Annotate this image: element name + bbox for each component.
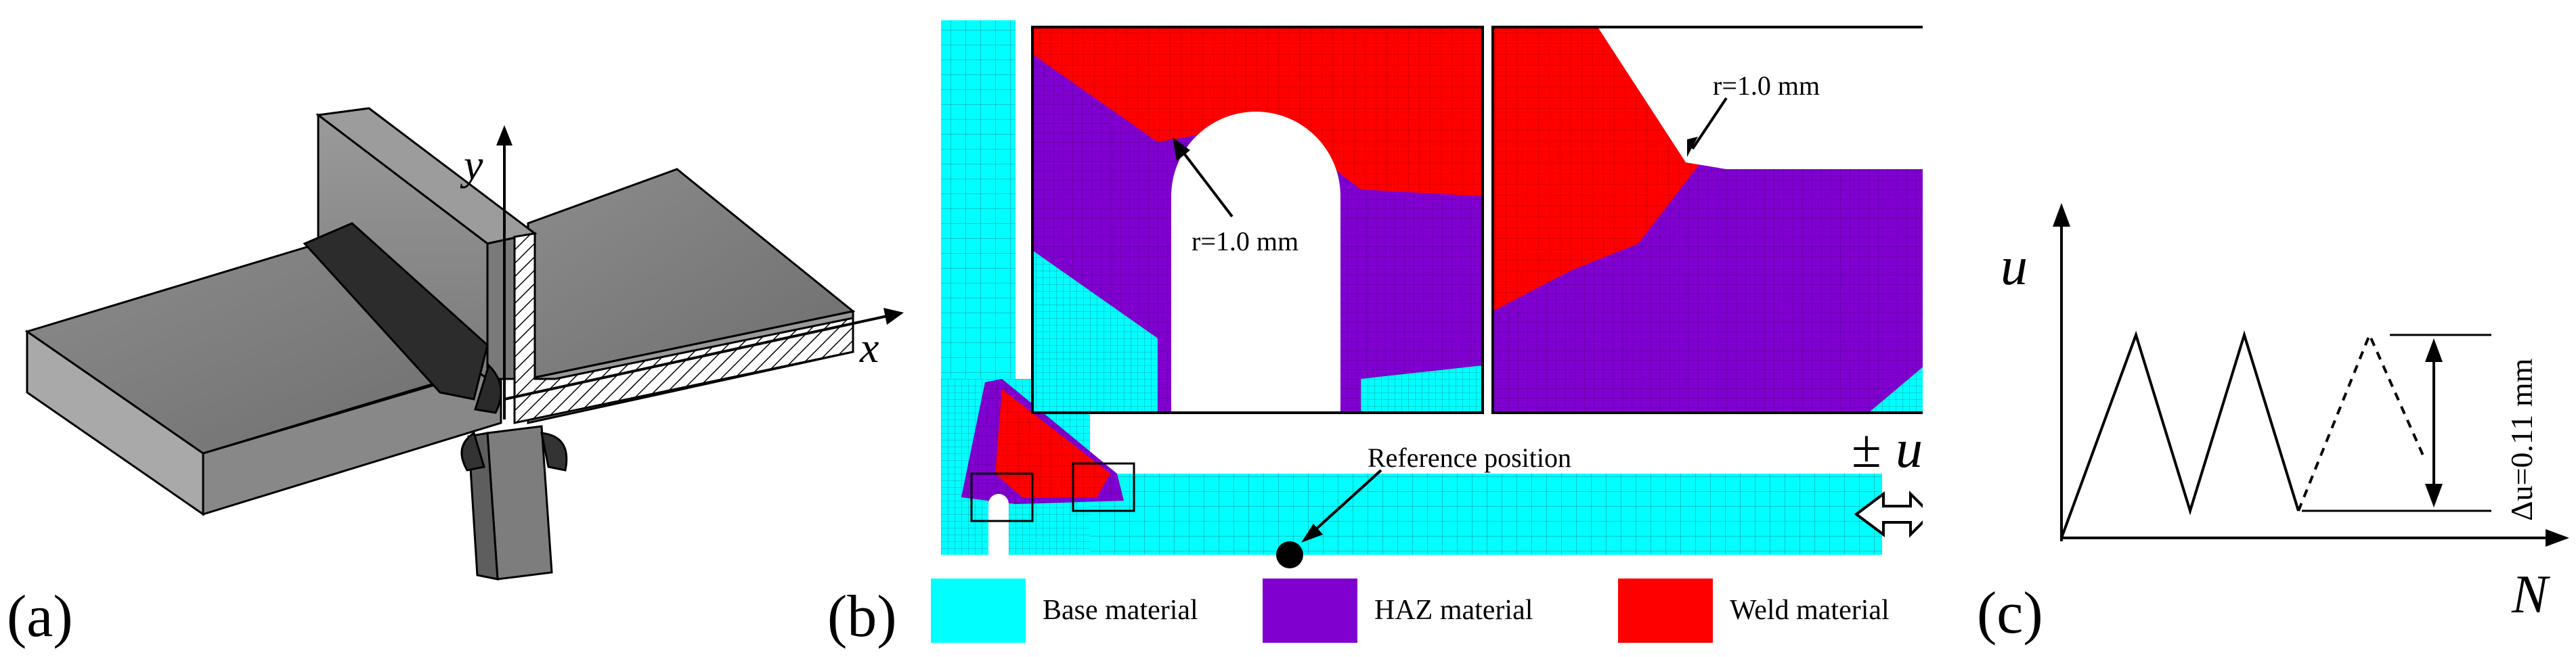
reference-arrow-line (1309, 469, 1382, 536)
joint-3d-drawing: y x (a) (7, 107, 904, 650)
double-arrow-icon (1854, 491, 1923, 538)
inset-left-radius-arrowhead (1173, 137, 1190, 161)
panel-b-label-holder: (b) (826, 0, 921, 657)
weld-end-lower-right (540, 432, 568, 472)
inset-left-radius-arrow-line (1177, 144, 1234, 218)
legend-swatch-weld (1618, 579, 1713, 643)
panel-a-label: (a) (7, 584, 73, 650)
panel-c-loading: u N Δu=0.11 mm (c) (1936, 0, 2576, 657)
root-gap-slot (988, 494, 1009, 555)
legend-swatch-haz (1263, 579, 1357, 643)
weld-end-upper-right (474, 363, 502, 414)
reference-arrowhead (1301, 524, 1323, 543)
reference-position-label: Reference position (1368, 443, 1571, 473)
zoom-box-root (970, 472, 1034, 522)
y-axis-label: u (2001, 237, 2028, 296)
inset-left-radius-label: r=1.0 mm (1192, 226, 1298, 256)
fe-mesh-drawing: r=1.0 mm r=1.0 mm Reference position ± u… (931, 20, 1923, 643)
inset-left-root (1031, 26, 1484, 414)
inset-right-radius-arrow-line (1691, 97, 1728, 150)
inset-right-toe (1491, 26, 1923, 414)
reference-point-marker (1276, 541, 1303, 568)
lower-vertical-plate (486, 425, 553, 581)
load-u-symbol: u (1896, 420, 1923, 479)
legend-swatch-base (931, 579, 1026, 643)
load-plus-minus: ± (1852, 420, 1881, 479)
amplitude-label: Δu=0.11 mm (2504, 358, 2539, 521)
legend-label-haz: HAZ material (1374, 595, 1533, 626)
zoom-box-toe (1072, 462, 1135, 512)
legend-label-base: Base material (1043, 595, 1198, 626)
panel-b-fe-mesh: r=1.0 mm r=1.0 mm Reference position ± u… (921, 0, 1923, 657)
axis-x-arrowhead (883, 308, 904, 325)
x-axis-arrowhead (2546, 529, 2569, 547)
axis-x-label: x (859, 323, 879, 371)
axis-y-arrowhead (496, 125, 512, 145)
waveform-solid (2060, 330, 2300, 539)
panel-c-label: (c) (1977, 581, 2043, 646)
panel-b-label: (b) (827, 584, 897, 650)
weld-end-lower-left (460, 431, 485, 472)
panel-b-label-svg: (b) (827, 584, 897, 650)
weld-region-mesh (995, 389, 1110, 497)
amp-arrow-bottom (2425, 484, 2443, 507)
waveform-dashed (2297, 331, 2425, 512)
axis-x-line (504, 313, 894, 401)
amp-arrow-top (2425, 338, 2443, 362)
axis-y-label: y (460, 141, 483, 189)
cross-section-hatch (513, 232, 854, 424)
inset-right-radius-label: r=1.0 mm (1713, 70, 1820, 101)
upper-weld-bead (303, 222, 489, 401)
x-axis-label: N (2511, 565, 2551, 625)
loading-waveform: u N Δu=0.11 mm (c) (1977, 203, 2569, 646)
y-axis-arrowhead (2053, 203, 2070, 227)
panel-a-joint-3d: y x (a) (0, 0, 921, 657)
legend-label-weld: Weld material (1730, 595, 1890, 626)
inset-right-radius-arrowhead (1687, 137, 1698, 157)
